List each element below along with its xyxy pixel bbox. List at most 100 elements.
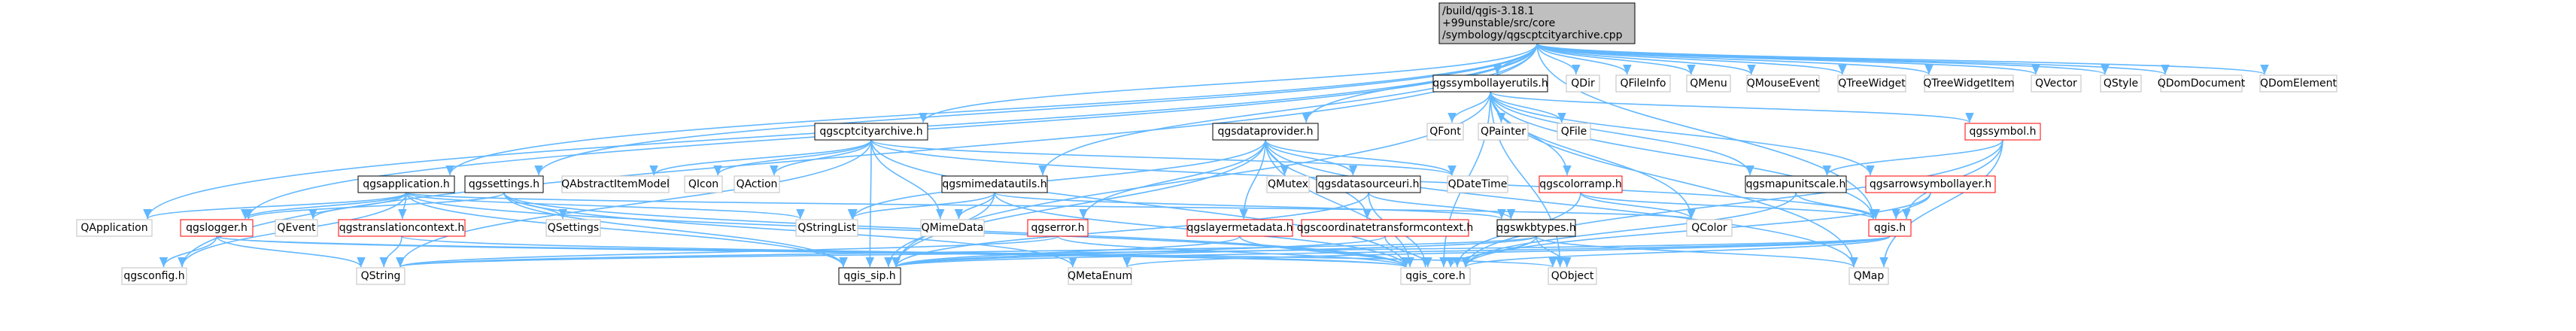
edge-qgscptcityarchive-h-to-qdatetime [870, 139, 1457, 176]
edge-qgssymbol-h-to-qmap [1879, 139, 2003, 268]
node-qgsarrowsymbollayer-h[interactable]: qgsarrowsymbollayer.h [1865, 175, 1996, 193]
node-root[interactable]: /build/qgis-3.18.1+99unstable/src/core/s… [1438, 2, 1636, 44]
node-qgserror-h[interactable]: qgserror.h [1027, 219, 1089, 237]
edge-qgssymbollayerutils-h-to-qgsmapunitscale-h [1490, 91, 1754, 176]
node-label: qgsarrowsymbollayer.h [1870, 178, 1991, 190]
node-box [561, 175, 670, 193]
edge-qgswkbtypes-h-to-qobject [1536, 235, 1572, 268]
node-qdir: QDir [1566, 74, 1600, 93]
edge-qgssymbollayerutils-h-to-qgsarrowsymbollayer-h [1490, 91, 1875, 176]
edge-root-to-qgis-h [1536, 43, 1878, 220]
edge-qgswkbtypes-h-to-qstring [396, 235, 1537, 268]
node-qgsapplication-h[interactable]: qgsapplication.h [357, 175, 455, 193]
node-qicon: QIcon [684, 175, 723, 193]
node-label: QMouseEvent [1747, 77, 1820, 90]
edge-qgscptcityarchive-h-to-qmimedata [870, 139, 945, 220]
node-label: QString [361, 270, 401, 282]
node-qgssymbollayerutils-h[interactable]: qgssymbollayerutils.h [1432, 74, 1548, 93]
node-qdatetime: QDateTime [1447, 175, 1508, 193]
node-label: QStyle [2104, 77, 2138, 90]
node-qgslayermetadata-h[interactable]: qgslayermetadata.h [1186, 219, 1293, 237]
node-qgswkbtypes-h[interactable]: qgswkbtypes.h [1496, 219, 1576, 237]
edge-qgsmimedatautils-h-to-qstringlist [847, 192, 995, 220]
node-qgscoordinatetransformcontext-h[interactable]: qgscoordinatetransformcontext.h [1297, 219, 1473, 237]
edge-root-to-qmenu [1536, 43, 1696, 75]
node-box [180, 219, 254, 237]
node-qdomdocument: QDomDocument [2158, 74, 2246, 93]
node-label: qgssymbol.h [1970, 126, 2037, 138]
node-label: qgsconfig.h [123, 270, 184, 282]
node-box [1924, 74, 2014, 93]
edge-qgstranslationcontext-h-to-qstring [379, 235, 402, 268]
node-label: QApplication [80, 222, 147, 234]
edge-qgscptcityarchive-h-to-qaction [770, 139, 872, 176]
node-box [1566, 74, 1600, 93]
node-qstring: QString [356, 267, 406, 285]
node-qgsmimedatautils-h[interactable]: qgsmimedatautils.h [941, 175, 1048, 193]
node-qgssettings-h[interactable]: qgssettings.h [464, 175, 544, 193]
node-label: QStringList [797, 222, 856, 234]
node-label: qgsapplication.h [363, 178, 450, 190]
node-qobject: QObject [1548, 267, 1597, 285]
node-box [356, 267, 406, 285]
edge-qgslogger-h-to-qstring [216, 235, 366, 268]
node-label: qgsdatasourceuri.h [1318, 178, 1420, 190]
node-label: QDateTime [1448, 178, 1508, 190]
node-qgssymbol-h[interactable]: qgssymbol.h [1964, 123, 2041, 141]
node-qmenu: QMenu [1686, 74, 1731, 93]
node-label: qgis_sip.h [843, 270, 895, 282]
edge-qgswkbtypes-h-to-qgis-sip-h [892, 235, 1537, 268]
node-qmimedata: QMimeData [920, 219, 985, 237]
node-qgis-h[interactable]: qgis.h [1868, 219, 1912, 237]
node-qmap: QMap [1848, 267, 1889, 285]
node-box [941, 175, 1048, 193]
node-qgsdatasourceuri-h[interactable]: qgsdatasourceuri.h [1316, 175, 1421, 193]
node-box [464, 175, 544, 193]
node-box [684, 175, 723, 193]
node-box [1478, 123, 1529, 141]
node-box [1865, 175, 1996, 193]
edge-qgsapplication-h-to-qapplication [143, 192, 407, 220]
node-box [1438, 2, 1636, 44]
node-qgscolorramp-h[interactable]: qgscolorramp.h [1539, 175, 1623, 193]
node-qstyle: QStyle [2100, 74, 2142, 93]
node-qabstractitemmodel: QAbstractItemModel [561, 175, 670, 193]
edge-qgssymbollayerutils-h-to-qcolor [1490, 91, 1696, 220]
node-label: qgsmapunitscale.h [1746, 178, 1846, 190]
node-box [1686, 219, 1733, 237]
node-label: QMutex [1268, 178, 1308, 190]
node-box [2160, 74, 2243, 93]
edge-root-to-qgscptcityarchive-h [919, 43, 1538, 123]
node-box [734, 175, 780, 193]
edge-qgsdataprovider-h-to-qgserror-h [1079, 139, 1266, 220]
node-label: /symbology/qgscptcityarchive.cpp [1442, 29, 1623, 41]
node-label: QMap [1854, 270, 1885, 282]
node-label: QAbstractItemModel [561, 178, 670, 190]
node-qaction: QAction [734, 175, 780, 193]
node-qgscptcityarchive-h[interactable]: qgscptcityarchive.h [814, 123, 928, 141]
node-label: QDomElement [2260, 77, 2337, 90]
node-qgstranslationcontext-h[interactable]: qgstranslationcontext.h [338, 219, 466, 237]
node-label: QObject [1551, 270, 1594, 282]
node-box [2031, 74, 2082, 93]
node-qgis-sip-h[interactable]: qgis_sip.h [838, 267, 901, 285]
edge-qgsdataprovider-h-to-qgis-sip-h [892, 139, 1266, 268]
node-box [1557, 123, 1591, 141]
node-box [1186, 219, 1293, 237]
node-label: qgswkbtypes.h [1496, 222, 1575, 234]
node-qevent: QEvent [275, 219, 318, 237]
node-label: QFile [1561, 126, 1587, 138]
node-qpainter: QPainter [1478, 123, 1529, 141]
node-qgslogger-h[interactable]: qgslogger.h [180, 219, 254, 237]
node-qgsdataprovider-h[interactable]: qgsdataprovider.h [1212, 123, 1319, 141]
node-box [1539, 175, 1623, 193]
edge-qgscptcityarchive-h-to-qabstractitemmodel [649, 139, 872, 176]
node-box [357, 175, 455, 193]
node-qgsmapunitscale-h[interactable]: qgsmapunitscale.h [1745, 175, 1847, 193]
node-qfileinfo: QFileInfo [1615, 74, 1671, 93]
edge-qgsapplication-h-to-qstringlist [406, 192, 805, 220]
node-qmutex: QMutex [1266, 175, 1310, 193]
edge-root-to-qmouseevent [1536, 43, 1756, 75]
edge-qgscptcityarchive-h-to-qicon [713, 139, 872, 176]
